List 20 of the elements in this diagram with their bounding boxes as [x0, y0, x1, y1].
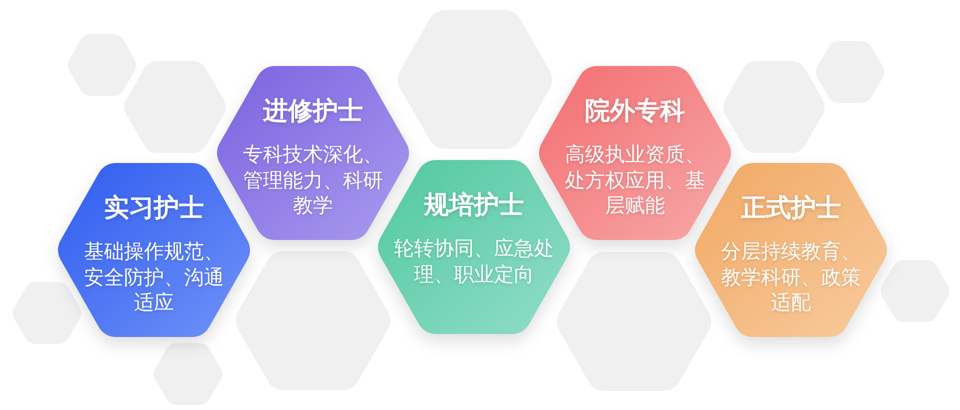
card-description: 分层持续教育、教学科研、政策适配 [720, 239, 862, 316]
card-title: 实习护士 [104, 193, 204, 223]
card-description: 高级执业资质、处方权应用、基层赋能 [564, 142, 706, 218]
card-description: 专科技术深化、管理能力、科研教学 [242, 142, 384, 218]
hexagon-tile [11, 282, 83, 344]
card-title: 规培护士 [424, 190, 524, 220]
hexagon-tile [233, 251, 393, 390]
card-title: 进修护士 [263, 96, 363, 126]
hexagon-tile [152, 343, 224, 405]
hexagon-tile [879, 260, 951, 322]
card-title: 院外专科 [585, 96, 685, 126]
card-description: 基础操作规范、安全防护、沟通适应 [83, 239, 225, 316]
hexagon-card [214, 66, 412, 240]
hexagon-tile [721, 61, 827, 153]
card-description: 轮转协同、应急处理、职业定向 [393, 236, 555, 287]
hexagon-tile [122, 61, 228, 153]
hexagon-tile [554, 252, 714, 391]
card-title: 正式护士 [741, 193, 841, 223]
hexagon-card [536, 66, 734, 240]
hexagon-tile [395, 10, 555, 149]
